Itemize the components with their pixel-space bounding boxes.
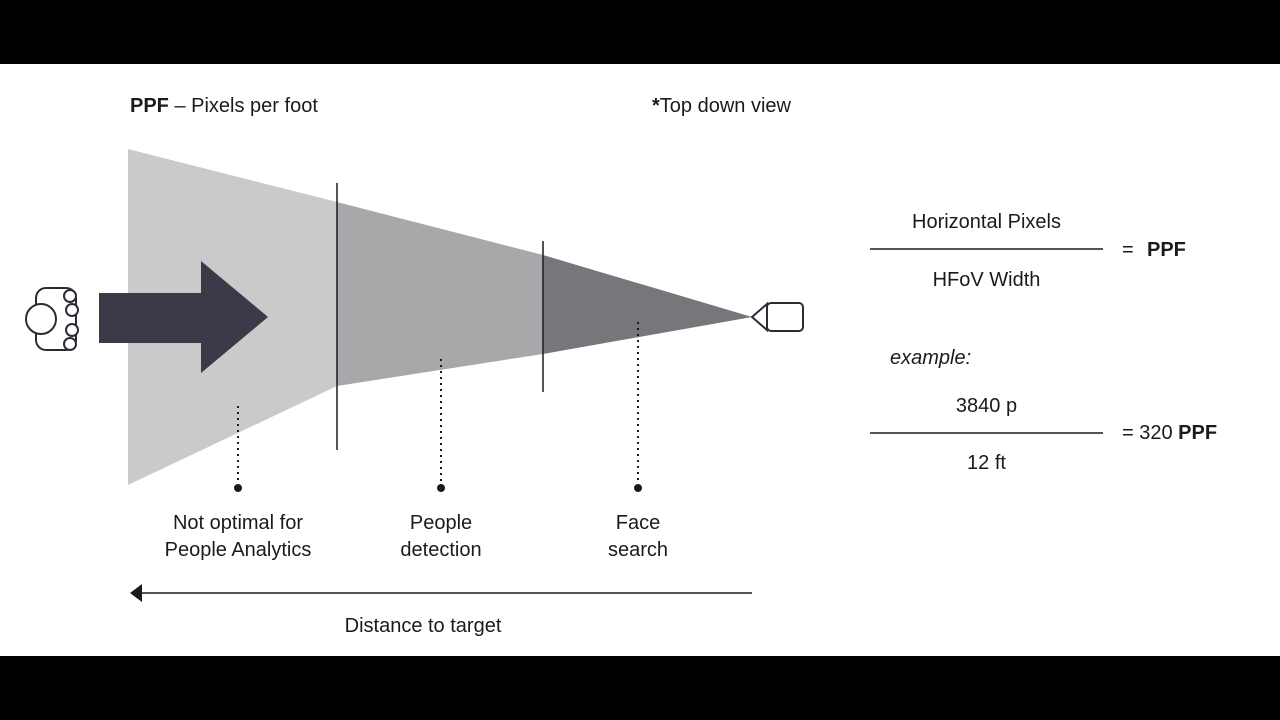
fov-diagram: [25, 149, 1103, 602]
formula-result: PPF: [1147, 239, 1186, 261]
formula-equals: =: [1122, 239, 1134, 261]
example-numerator: 3840 p: [955, 395, 1018, 417]
person-top-down-icon: [25, 287, 79, 351]
zone-label-people-detection: People detection: [361, 510, 521, 564]
zone-label-line: detection: [400, 539, 482, 561]
example-denominator: 12 ft: [967, 452, 1006, 474]
title-rest: – Pixels per foot: [174, 95, 318, 117]
view-note: *Top down view: [652, 94, 791, 118]
zone-label-line: Not optimal for: [172, 512, 304, 534]
zone-marker-1: [234, 484, 242, 492]
zone-marker-3: [634, 484, 642, 492]
formula-numerator: Horizontal Pixels: [912, 211, 1061, 233]
slide: PPF – Pixels per foot *Top down view Not…: [0, 64, 1280, 656]
view-note-star: *: [652, 95, 660, 117]
zone-label-not-optimal: Not optimal for People Analytics: [138, 510, 338, 564]
example-result: = 320 PPF: [1122, 421, 1217, 445]
distance-arrowhead-icon: [130, 584, 142, 602]
example-equals: = 320: [1122, 422, 1173, 444]
zone-label-line: Face: [615, 512, 661, 534]
view-note-text: Top down view: [659, 95, 791, 117]
title-abbr: PPF: [130, 95, 169, 117]
zone-label-line: People Analytics: [164, 539, 312, 561]
distance-label: Distance to target: [344, 615, 502, 637]
formula-denominator: HFoV Width: [932, 269, 1041, 291]
fov-zone-people-detection: [337, 202, 543, 386]
fov-zone-face-search: [543, 255, 752, 354]
zone-label-line: search: [607, 539, 669, 561]
direction-arrow-icon: [99, 261, 268, 373]
zone-marker-2: [437, 484, 445, 492]
zone-label-face-search: Face search: [568, 510, 708, 564]
example-result-unit: PPF: [1178, 422, 1218, 444]
camera-icon: [750, 301, 804, 333]
zone-label-line: People: [409, 512, 473, 534]
page-title: PPF – Pixels per foot: [130, 94, 318, 118]
example-label: example:: [890, 347, 972, 369]
